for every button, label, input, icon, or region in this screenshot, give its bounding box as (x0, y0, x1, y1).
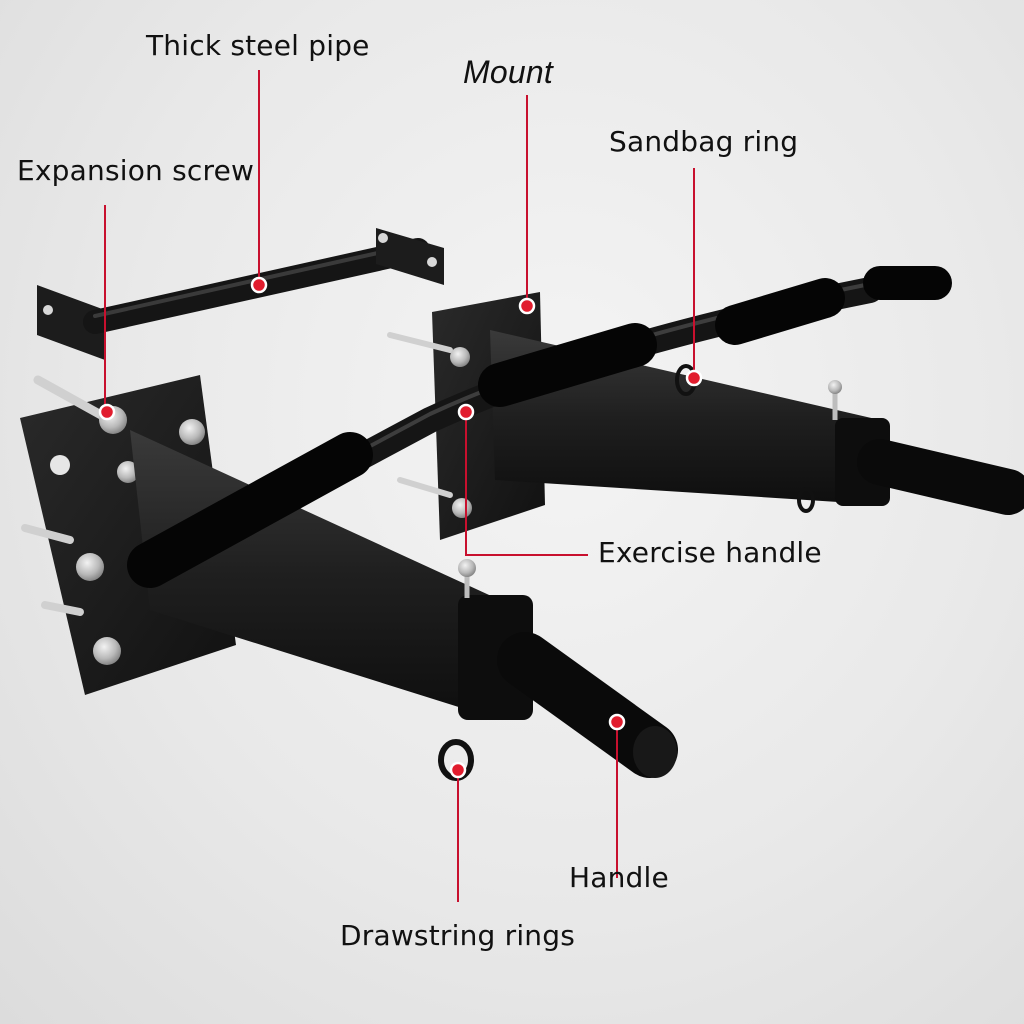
callout-dots (98, 276, 703, 779)
label-expansion-screw: Expansion screw (17, 154, 255, 187)
callouts (104, 70, 695, 902)
label-handle: Handle (569, 861, 669, 894)
label-drawstring-rings: Drawstring rings (340, 919, 576, 952)
label-thick-steel-pipe: Thick steel pipe (146, 29, 370, 62)
label-exercise-handle: Exercise handle (598, 536, 822, 569)
label-sandbag-ring: Sandbag ring (609, 125, 799, 158)
callout-exercise-handle (465, 412, 588, 556)
thick-steel-pipe (37, 228, 444, 360)
label-mount: Mount (463, 54, 553, 90)
exercise-handle-bar (127, 266, 952, 588)
